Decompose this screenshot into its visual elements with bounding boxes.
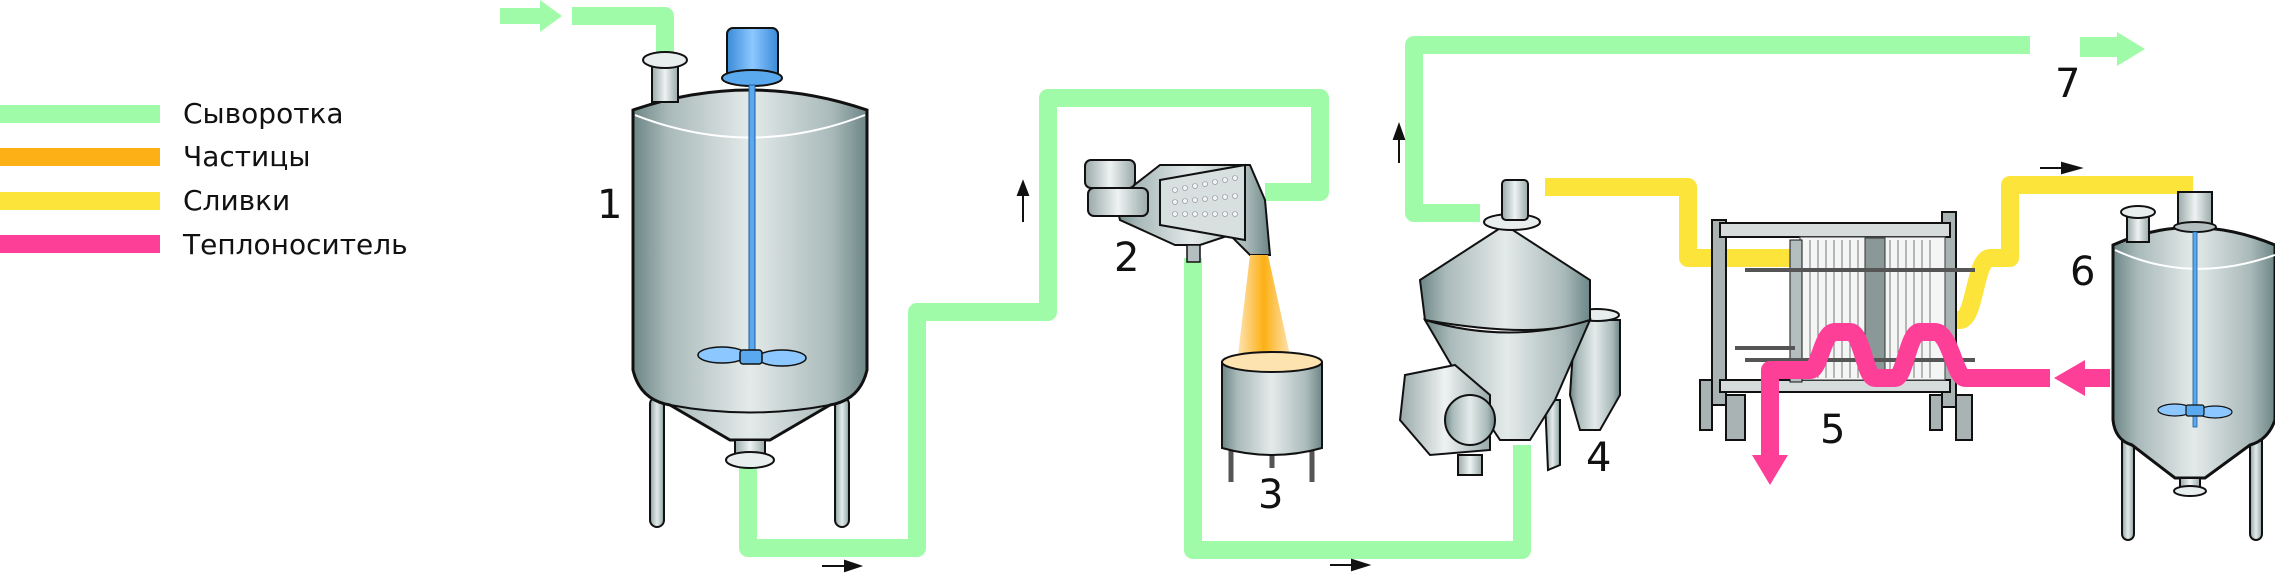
particle-spray <box>1238 255 1290 355</box>
whey-pipe-screen-to-separator <box>1184 258 1531 559</box>
agitator-icon <box>2157 403 2233 419</box>
label-plate-heat-exchanger: 5 <box>1820 407 1846 453</box>
whey-inlet-arrow <box>500 0 562 32</box>
arrow-up-icon <box>1392 122 1406 163</box>
whey-pipe-separator-to-outlet <box>1405 36 2030 222</box>
heating-pipe <box>1761 323 2050 432</box>
rotary-screen <box>1084 159 1272 263</box>
whey-inlet-pipe <box>572 7 674 54</box>
agitator-icon <box>697 346 807 367</box>
legend-label: Теплоноситель <box>183 228 408 261</box>
particle-collector <box>1221 351 1323 482</box>
heating-inlet-arrow <box>2054 360 2110 396</box>
label-tank-1: 1 <box>597 182 623 228</box>
legend-item-heating: Теплоноситель <box>0 230 460 274</box>
whey-arrows <box>500 0 2145 66</box>
heating-arrows <box>1752 360 2110 485</box>
arrow-right-icon <box>822 559 864 573</box>
legend-item-cream: Сливки <box>0 185 460 229</box>
legend-swatch-heating <box>0 235 160 253</box>
legend-swatch-cream <box>0 192 160 210</box>
legend-label: Частицы <box>183 140 311 173</box>
arrow-right-icon <box>1330 558 1372 572</box>
legend-item-particles: Частицы <box>0 140 460 184</box>
cream-tank <box>2111 191 2275 541</box>
heating-outlet-arrow <box>1752 430 1788 485</box>
separator <box>1398 179 1621 476</box>
whey-pipe-tank-to-screen <box>739 89 1329 557</box>
arrow-right-icon <box>2040 161 2084 175</box>
whey-pipes <box>572 7 2030 559</box>
legend-label: Сливки <box>183 184 291 217</box>
legend-label: Сыворотка <box>183 97 344 130</box>
label-rotary-screen: 2 <box>1114 235 1140 281</box>
label-whey-outlet: 7 <box>2055 61 2081 107</box>
whey-outlet-arrow <box>2080 32 2145 66</box>
arrow-up-icon <box>1016 179 1030 222</box>
label-cream-tank: 6 <box>2070 249 2096 295</box>
flow-direction-arrows <box>822 122 2084 573</box>
legend-swatch-particles <box>0 148 160 166</box>
label-separator: 4 <box>1586 435 1612 481</box>
tank-1 <box>631 27 869 528</box>
legend-swatch-whey <box>0 105 160 123</box>
label-particle-collector: 3 <box>1258 472 1284 518</box>
legend-item-whey: Сыворотка <box>0 95 460 139</box>
